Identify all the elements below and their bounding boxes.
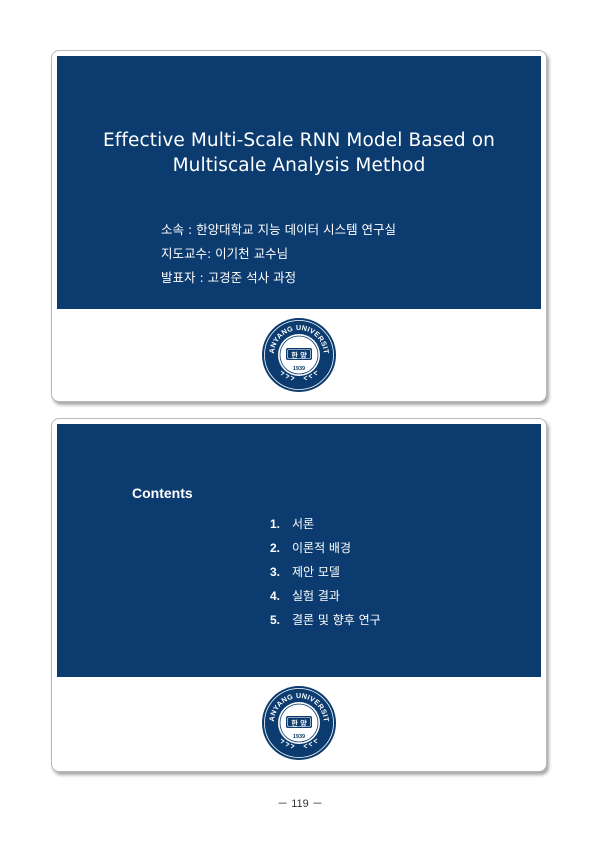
- contents-item-5: 5. 결론 및 향후 연구: [270, 608, 381, 632]
- title-slide-banner: Effective Multi-Scale RNN Model Based on…: [57, 56, 541, 309]
- contents-slide-banner: Contents 1. 서론 2. 이론적 배경 3. 제안 모델 4. 실험 결과 5…: [57, 424, 541, 677]
- contents-item-number: 4.: [270, 589, 281, 603]
- contents-item-label: 결론 및 향후 연구: [292, 613, 381, 627]
- contents-slide: Contents 1. 서론 2. 이론적 배경 3. 제안 모델 4. 실험 결과 5…: [51, 418, 547, 772]
- hanyang-university-seal-icon: HANYANG UNIVERSITY 한 양 1939: [261, 317, 336, 392]
- contents-item-2: 2. 이론적 배경: [270, 536, 381, 560]
- contents-item-number: 1.: [270, 517, 281, 531]
- slide-title: Effective Multi-Scale RNN Model Based on…: [57, 128, 541, 178]
- contents-item-label: 제안 모델: [292, 565, 340, 579]
- advisor-text: 지도교수: 이기천 교수님: [161, 246, 289, 261]
- contents-item-3: 3. 제안 모델: [270, 560, 381, 584]
- contents-heading: Contents: [132, 485, 193, 501]
- slide-title-line-2: Multiscale Analysis Method: [172, 155, 426, 176]
- seal-year-text: 1939: [293, 734, 305, 740]
- contents-item-4: 4. 실험 결과: [270, 584, 381, 608]
- presenter-info: 소속 : 한양대학교 지능 데이터 시스템 연구실 지도교수: 이기천 교수님 …: [161, 218, 396, 290]
- contents-item-label: 실험 결과: [292, 589, 340, 603]
- hanyang-university-seal-icon: HANYANG UNIVERSITY 한 양 1939: [261, 685, 336, 760]
- seal-center-text: 한 양: [291, 351, 307, 360]
- page-number: － 119 －: [277, 798, 323, 810]
- seal-year-text: 1939: [293, 366, 305, 372]
- contents-item-number: 3.: [270, 565, 281, 579]
- contents-item-label: 이론적 배경: [292, 541, 352, 555]
- contents-item-number: 2.: [270, 541, 281, 555]
- affiliation-text: 소속 : 한양대학교 지능 데이터 시스템 연구실: [161, 222, 397, 237]
- contents-item-number: 5.: [270, 613, 281, 627]
- title-slide: Effective Multi-Scale RNN Model Based on…: [51, 50, 547, 402]
- presenter-text: 발표자 : 고경준 석사 과정: [161, 270, 297, 285]
- slide-title-line-1: Effective Multi-Scale RNN Model Based on: [103, 130, 495, 151]
- contents-list: 1. 서론 2. 이론적 배경 3. 제안 모델 4. 실험 결과 5. 결론 및 향후 …: [270, 512, 381, 632]
- contents-item-1: 1. 서론: [270, 512, 381, 536]
- contents-item-label: 서론: [292, 517, 315, 531]
- seal-center-text: 한 양: [291, 719, 307, 728]
